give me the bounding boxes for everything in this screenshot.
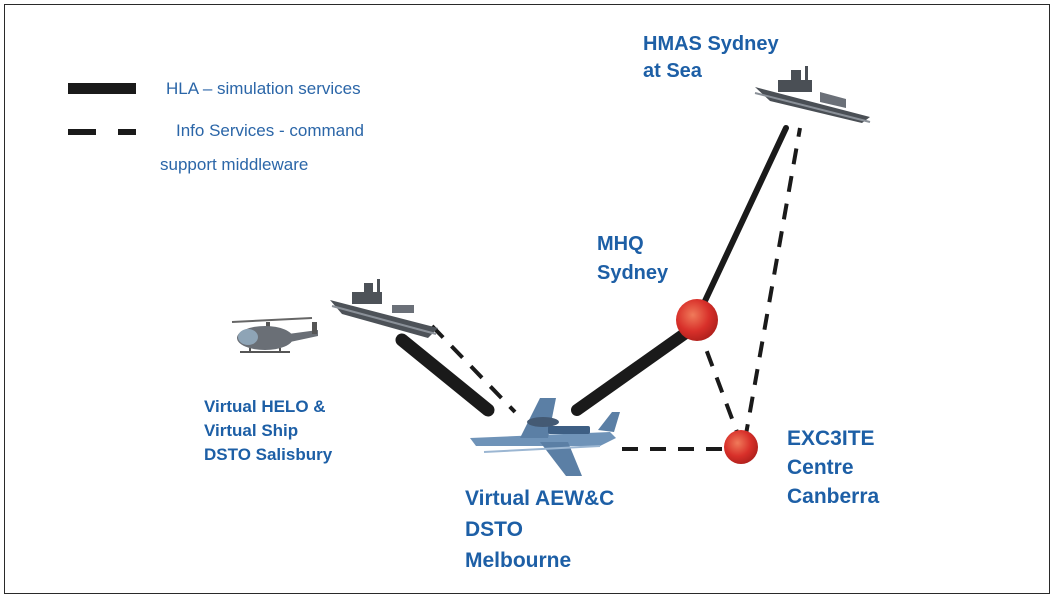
info-link-mhq-excite <box>695 324 742 441</box>
virtual-ship-icon <box>330 279 438 338</box>
hmas-ship-icon <box>754 66 871 123</box>
hla-link-aewc-mhq <box>571 319 703 416</box>
mhq-label-line1: MHQ <box>597 233 644 255</box>
node-label-aewc: Virtual AEW&C DSTO Melbourne <box>465 487 614 572</box>
legend-info-label-line1: Info Services - command <box>176 121 364 140</box>
info-links <box>430 127 802 451</box>
hmas-label-line1: HMAS Sydney <box>643 33 779 55</box>
aewc-aircraft-icon <box>470 398 620 476</box>
info-link-excite-hmas <box>743 127 802 441</box>
excite-label-line1: EXC3ITE <box>787 427 875 450</box>
helo-label-line1: Virtual HELO & <box>204 397 326 416</box>
helo-label-line2: Virtual Ship <box>204 421 298 440</box>
legend: HLA – simulation services Info Services … <box>68 79 364 174</box>
excite-label-line2: Centre <box>787 456 854 479</box>
aewc-label-line2: DSTO <box>465 518 523 541</box>
hla-link-mhq-hmas <box>694 125 789 321</box>
legend-info-label-line2: support middleware <box>160 155 308 174</box>
excite-label-line3: Canberra <box>787 485 880 508</box>
legend-info-swatch <box>68 129 136 135</box>
helo-label-line3: DSTO Salisbury <box>204 445 333 464</box>
excite-hub-icon <box>724 430 758 464</box>
hmas-label-line2: at Sea <box>643 60 703 82</box>
aewc-label-line3: Melbourne <box>465 549 571 572</box>
node-label-helo: Virtual HELO & Virtual Ship DSTO Salisbu… <box>204 397 333 464</box>
helicopter-icon <box>231 317 318 353</box>
mhq-hub-icon <box>676 299 718 341</box>
hla-links <box>395 125 789 417</box>
aewc-label-line1: Virtual AEW&C <box>465 487 614 510</box>
node-label-mhq: MHQ Sydney <box>597 233 669 284</box>
legend-hla-swatch <box>68 83 136 94</box>
diagram-frame <box>4 4 1050 594</box>
hla-link-ship-aewc <box>395 333 495 417</box>
node-label-hmas: HMAS Sydney at Sea <box>643 33 779 82</box>
info-link-ship-aewc <box>430 324 517 414</box>
mhq-label-line2: Sydney <box>597 262 669 284</box>
legend-hla-label: HLA – simulation services <box>166 79 361 98</box>
node-label-excite: EXC3ITE Centre Canberra <box>787 427 880 508</box>
